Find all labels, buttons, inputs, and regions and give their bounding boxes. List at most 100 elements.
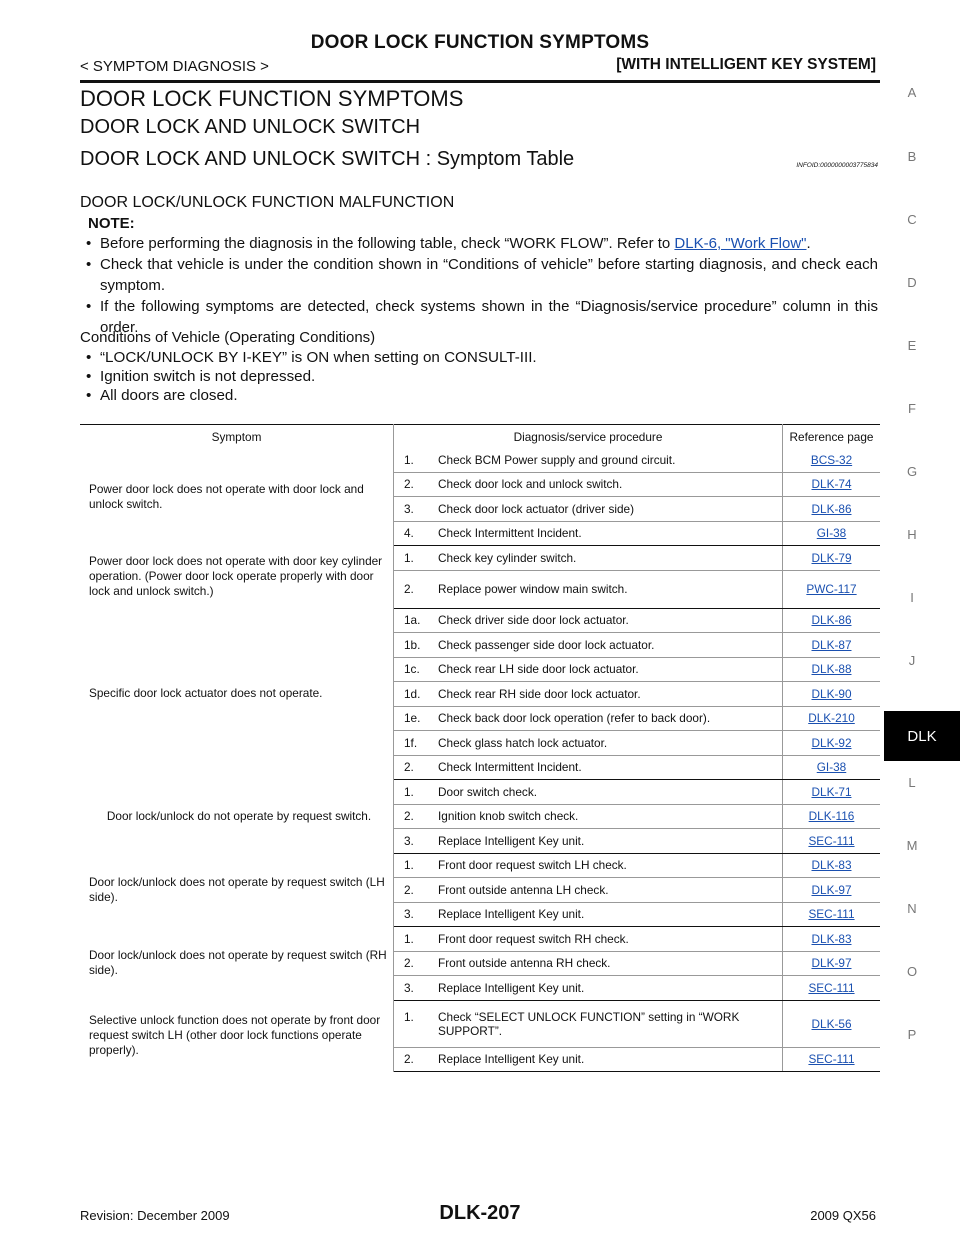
procedure-step: 1d.: [404, 686, 421, 701]
reference-link[interactable]: DLK-87: [811, 637, 852, 652]
section-index-n[interactable]: N: [907, 901, 917, 916]
procedure-cell: 1. Check “SELECT UNLOCK FUNCTION” setting…: [393, 1000, 783, 1048]
symptom-table: Symptom Diagnosis/service procedure Refe…: [80, 424, 880, 1072]
procedure-step: 1e.: [404, 711, 421, 726]
procedure-desc: Check glass hatch lock actuator.: [438, 735, 608, 750]
reference-link[interactable]: DLK-86: [811, 501, 852, 516]
reference-cell: SEC-111: [782, 828, 880, 854]
table-row: 3.Check door lock actuator (driver side)…: [80, 496, 880, 522]
reference-link[interactable]: DLK-71: [811, 784, 852, 799]
symptom-cell: Power door lock does not operate with do…: [80, 448, 394, 546]
table-row: Selective unlock function does not opera…: [80, 1000, 880, 1072]
procedure-desc: Door switch check.: [438, 784, 537, 799]
procedure-cell: 3.Check door lock actuator (driver side): [393, 496, 783, 522]
section-index-p[interactable]: P: [907, 1027, 917, 1042]
procedure-cell: 1c.Check rear LH side door lock actuator…: [393, 657, 783, 682]
procedure-desc: Replace Intelligent Key unit.: [438, 907, 585, 922]
procedure-cell: 1b.Check passenger side door lock actuat…: [393, 632, 783, 658]
reference-cell: DLK-56: [782, 1000, 880, 1048]
procedure-step: 2.: [404, 956, 414, 971]
table-row: 2.Front outside antenna LH check. DLK-97: [80, 877, 880, 903]
reference-link[interactable]: DLK-83: [811, 931, 852, 946]
table-row: Specific door lock actuator does not ope…: [80, 608, 880, 780]
procedure-cell: 1. Front door request switch RH check.: [393, 926, 783, 952]
reference-link[interactable]: SEC-111: [808, 833, 855, 848]
reference-link[interactable]: DLK-83: [811, 858, 852, 873]
reference-link[interactable]: DLK-116: [808, 809, 855, 824]
procedure-desc: Check passenger side door lock actuator.: [438, 637, 655, 652]
table-header-row: Symptom Diagnosis/service procedure Refe…: [80, 424, 880, 448]
procedure-desc: Check BCM Power supply and ground circui…: [438, 452, 676, 467]
procedure-step: 2.: [404, 477, 414, 492]
reference-cell: DLK-71: [782, 779, 880, 805]
section-index-b[interactable]: B: [907, 149, 917, 164]
table-row: 1d. Check rear RH side door lock actuator…: [80, 681, 880, 707]
heading-malfunction: DOOR LOCK/UNLOCK FUNCTION MALFUNCTION: [80, 194, 455, 211]
section-index-l[interactable]: L: [908, 775, 916, 790]
procedure-cell: 2. Front outside antenna RH check.: [393, 951, 783, 976]
reference-link[interactable]: DLK-88: [811, 662, 852, 677]
procedure-desc: Front door request switch LH check.: [438, 858, 627, 873]
reference-link[interactable]: DLK-90: [811, 686, 852, 701]
reference-link[interactable]: DLK-210: [808, 711, 855, 726]
reference-link[interactable]: DLK-97: [811, 882, 852, 897]
section-index-a[interactable]: A: [907, 85, 917, 100]
reference-link[interactable]: BCS-32: [810, 452, 853, 467]
reference-link[interactable]: GI-38: [816, 760, 847, 775]
section-index-m[interactable]: M: [906, 838, 918, 853]
section-index-c[interactable]: C: [907, 212, 917, 227]
procedure-step: 1.: [404, 1009, 414, 1024]
procedure-desc: Check door lock and unlock switch.: [438, 477, 623, 492]
procedure-cell: 1f.Check glass hatch lock actuator.: [393, 730, 783, 756]
reference-cell: DLK-86: [782, 608, 880, 633]
table-row: 3.Replace Intelligent Key unit. SEC-111: [80, 828, 880, 854]
procedure-desc: Check rear RH side door lock actuator.: [438, 686, 641, 701]
reference-link[interactable]: DLK-86: [811, 613, 852, 628]
procedure-desc: Front door request switch RH check.: [438, 931, 629, 946]
section-index-f[interactable]: F: [908, 401, 916, 416]
reference-link[interactable]: DLK-92: [811, 735, 852, 750]
section-tab-dlk[interactable]: DLK: [884, 711, 960, 761]
reference-link[interactable]: DLK-56: [811, 1016, 852, 1031]
table-row: 2.Replace Intelligent Key unit.SEC-111: [80, 1047, 880, 1072]
header-rule: [80, 80, 880, 83]
reference-link[interactable]: SEC-111: [808, 980, 855, 995]
reference-cell: DLK-90: [782, 681, 880, 707]
section-index-o[interactable]: O: [906, 964, 918, 979]
reference-cell: DLK-92: [782, 730, 880, 756]
section-index-h[interactable]: H: [907, 527, 917, 542]
section-index-d[interactable]: D: [907, 275, 917, 290]
reference-link[interactable]: SEC-111: [808, 907, 855, 922]
procedure-cell: 3.Replace Intelligent Key unit.: [393, 828, 783, 854]
reference-link[interactable]: SEC-111: [808, 1052, 855, 1067]
procedure-desc: Ignition knob switch check.: [438, 809, 579, 824]
symptom-cell: Door lock/unlock does not operate by req…: [80, 926, 394, 1000]
reference-link[interactable]: PWC-117: [806, 582, 857, 596]
procedure-desc: Front outside antenna RH check.: [438, 956, 611, 971]
procedure-step: 1.: [404, 858, 414, 873]
procedure-step: 3.: [404, 501, 414, 516]
table-row: Door lock/unlock do not operate by reque…: [80, 779, 880, 853]
reference-link[interactable]: DLK-97: [811, 956, 852, 971]
procedure-step: 3.: [404, 907, 414, 922]
procedure-step: 1.: [404, 931, 414, 946]
section-index-j[interactable]: J: [908, 653, 916, 668]
procedure-cell: 2.Front outside antenna LH check.: [393, 877, 783, 903]
reference-cell: DLK-116: [782, 804, 880, 829]
reference-cell: BCS-32: [782, 448, 880, 473]
footer-page-number: DLK-207: [439, 1202, 521, 1224]
section-index-i[interactable]: I: [910, 590, 914, 605]
heading-symptom-table: DOOR LOCK AND UNLOCK SWITCH : Symptom Ta…: [80, 148, 575, 170]
reference-link[interactable]: DLK-74: [811, 477, 852, 492]
table-row: 1f.Check glass hatch lock actuator. DLK-9…: [80, 730, 880, 756]
section-index-e[interactable]: E: [907, 338, 917, 353]
procedure-cell: 3. Replace Intelligent Key unit.: [393, 902, 783, 927]
footer-revision: Revision: December 2009: [80, 1208, 230, 1223]
work-flow-link[interactable]: DLK-6, "Work Flow": [674, 235, 807, 252]
procedure-step: 3.: [404, 833, 414, 848]
reference-link[interactable]: GI-38: [816, 526, 847, 541]
reference-link[interactable]: DLK-79: [811, 550, 852, 565]
heading-main: DOOR LOCK FUNCTION SYMPTOMS: [80, 86, 464, 111]
section-index-g[interactable]: G: [906, 464, 918, 479]
procedure-desc: Check “SELECT UNLOCK FUNCTION” setting i…: [438, 1009, 740, 1038]
